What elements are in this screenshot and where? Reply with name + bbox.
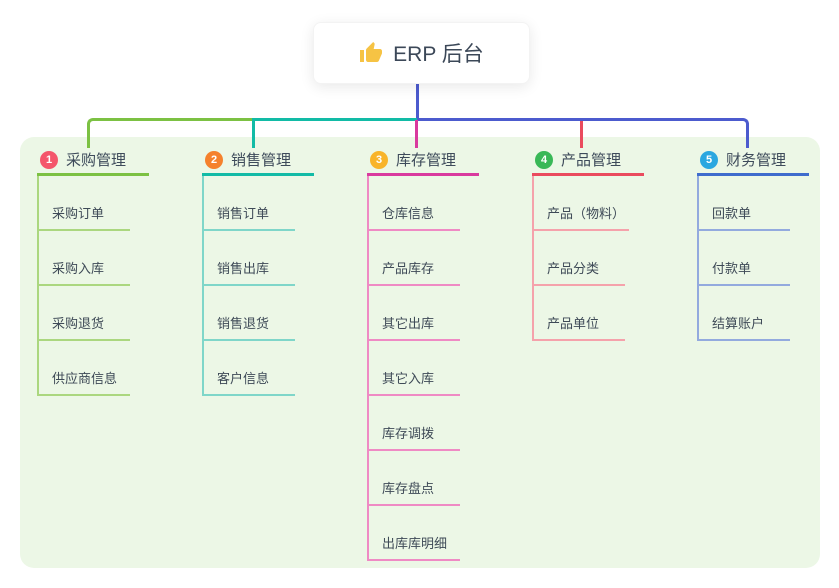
child-node[interactable]: 产品单位 bbox=[534, 286, 684, 341]
child-label: 结算账户 bbox=[699, 313, 790, 341]
child-node[interactable]: 销售订单 bbox=[204, 176, 354, 231]
branch-number-badge: 2 bbox=[205, 150, 223, 169]
child-label: 销售订单 bbox=[204, 203, 295, 231]
root-node-erp[interactable]: ERP 后台 bbox=[313, 22, 530, 84]
connector-segment-sales bbox=[252, 118, 418, 148]
branch-node-sales[interactable]: 2 销售管理 bbox=[202, 149, 354, 170]
child-node[interactable]: 仓库信息 bbox=[369, 176, 519, 231]
child-node[interactable]: 供应商信息 bbox=[39, 341, 189, 396]
child-label: 其它入库 bbox=[369, 368, 460, 396]
child-label: 库存调拨 bbox=[369, 423, 460, 451]
child-label: 产品库存 bbox=[369, 258, 460, 286]
child-label: 销售出库 bbox=[204, 258, 295, 286]
branch-underline bbox=[202, 173, 314, 176]
branch-number-badge: 5 bbox=[700, 150, 718, 169]
branch-label: 销售管理 bbox=[231, 152, 292, 169]
child-label: 仓库信息 bbox=[369, 203, 460, 231]
branches-panel bbox=[20, 137, 820, 568]
branch-underline bbox=[37, 173, 149, 176]
child-node[interactable]: 销售退货 bbox=[204, 286, 354, 341]
child-label: 库存盘点 bbox=[369, 478, 460, 506]
child-node[interactable]: 采购入库 bbox=[39, 231, 189, 286]
child-label: 出库库明细 bbox=[369, 533, 460, 561]
child-label: 产品单位 bbox=[534, 313, 625, 341]
child-label: 回款单 bbox=[699, 203, 790, 231]
child-label: 产品（物料） bbox=[534, 203, 630, 231]
branch-children: 销售订单 销售出库 销售退货 客户信息 bbox=[202, 176, 354, 396]
branch-children: 采购订单 采购入库 采购退货 供应商信息 bbox=[37, 176, 189, 396]
branch-node-product[interactable]: 4 产品管理 bbox=[532, 149, 684, 170]
child-label: 客户信息 bbox=[204, 368, 295, 396]
connector-segment-purchase bbox=[87, 118, 253, 148]
thumbs-up-icon bbox=[359, 41, 383, 65]
child-label: 采购入库 bbox=[39, 258, 130, 286]
branch-children: 回款单 付款单 结算账户 bbox=[697, 176, 839, 341]
branch-node-finance[interactable]: 5 财务管理 bbox=[697, 149, 839, 170]
child-node[interactable]: 付款单 bbox=[699, 231, 839, 286]
branch-finance: 5 财务管理 回款单 付款单 结算账户 bbox=[697, 149, 839, 341]
child-node[interactable]: 销售出库 bbox=[204, 231, 354, 286]
child-node[interactable]: 产品库存 bbox=[369, 231, 519, 286]
branch-underline bbox=[697, 173, 809, 176]
branch-label: 采购管理 bbox=[66, 152, 127, 169]
branch-inventory: 3 库存管理 仓库信息 产品库存 其它出库 其它入库 库存调拨 库存盘点 出库库… bbox=[367, 149, 519, 561]
child-node[interactable]: 库存调拨 bbox=[369, 396, 519, 451]
child-node[interactable]: 产品（物料） bbox=[534, 176, 684, 231]
branch-node-purchase[interactable]: 1 采购管理 bbox=[37, 149, 189, 170]
child-node[interactable]: 产品分类 bbox=[534, 231, 684, 286]
branch-label: 库存管理 bbox=[396, 152, 457, 169]
child-node[interactable]: 采购退货 bbox=[39, 286, 189, 341]
branch-label: 财务管理 bbox=[726, 152, 787, 169]
child-node[interactable]: 采购订单 bbox=[39, 176, 189, 231]
child-label: 付款单 bbox=[699, 258, 790, 286]
child-node[interactable]: 其它出库 bbox=[369, 286, 519, 341]
child-node[interactable]: 其它入库 bbox=[369, 341, 519, 396]
connector-trunk bbox=[416, 81, 419, 120]
child-label: 采购订单 bbox=[39, 203, 130, 231]
connector-drop-inventory bbox=[415, 120, 418, 148]
branch-underline bbox=[367, 173, 479, 176]
root-node-title: ERP 后台 bbox=[393, 43, 484, 66]
child-label: 采购退货 bbox=[39, 313, 130, 341]
branch-children: 产品（物料） 产品分类 产品单位 bbox=[532, 176, 684, 341]
connector-drop-product bbox=[580, 121, 583, 148]
child-node[interactable]: 库存盘点 bbox=[369, 451, 519, 506]
branch-children: 仓库信息 产品库存 其它出库 其它入库 库存调拨 库存盘点 出库库明细 bbox=[367, 176, 519, 561]
child-label: 销售退货 bbox=[204, 313, 295, 341]
branch-number-badge: 1 bbox=[40, 150, 58, 169]
branch-node-inventory[interactable]: 3 库存管理 bbox=[367, 149, 519, 170]
child-label: 供应商信息 bbox=[39, 368, 130, 396]
child-node[interactable]: 结算账户 bbox=[699, 286, 839, 341]
branch-product: 4 产品管理 产品（物料） 产品分类 产品单位 bbox=[532, 149, 684, 341]
child-node[interactable]: 客户信息 bbox=[204, 341, 354, 396]
connector-segment-finance bbox=[417, 118, 749, 148]
child-label: 其它出库 bbox=[369, 313, 460, 341]
branch-purchase: 1 采购管理 采购订单 采购入库 采购退货 供应商信息 bbox=[37, 149, 189, 396]
child-label: 产品分类 bbox=[534, 258, 625, 286]
child-node[interactable]: 出库库明细 bbox=[369, 506, 519, 561]
child-node[interactable]: 回款单 bbox=[699, 176, 839, 231]
branch-label: 产品管理 bbox=[561, 152, 622, 169]
branch-number-badge: 4 bbox=[535, 150, 553, 169]
branch-sales: 2 销售管理 销售订单 销售出库 销售退货 客户信息 bbox=[202, 149, 354, 396]
branch-underline bbox=[532, 173, 644, 176]
branch-number-badge: 3 bbox=[370, 150, 388, 169]
